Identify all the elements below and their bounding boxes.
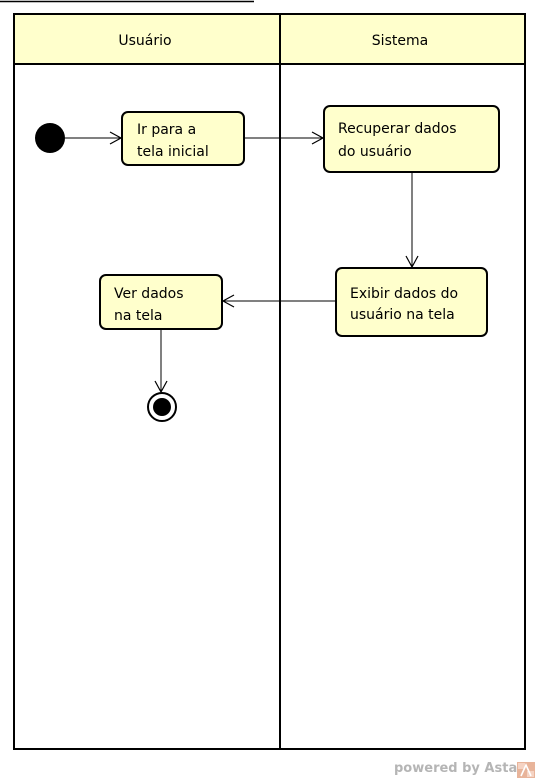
lane-header-sistema xyxy=(281,15,524,64)
lane-header-usuario xyxy=(15,15,280,64)
action-label-line2: do usuário xyxy=(338,144,412,160)
action-ver-dados[interactable]: Ver dados na tela xyxy=(99,274,223,330)
lane-label-sistema: Sistema xyxy=(372,33,428,49)
lane-label-usuario: Usuário xyxy=(118,33,171,49)
action-label-line2: na tela xyxy=(114,308,162,324)
action-label-line1: Recuperar dados xyxy=(338,121,457,137)
astah-logo-icon xyxy=(517,762,535,778)
action-label-line1: Exibir dados do xyxy=(350,286,458,302)
action-recuperar-dados[interactable]: Recuperar dados do usuário xyxy=(323,105,500,173)
action-exibir-dados[interactable]: Exibir dados do usuário na tela xyxy=(335,267,488,337)
action-ir-para-tela-inicial[interactable]: Ir para a tela inicial xyxy=(121,111,245,166)
action-label-line2: usuário na tela xyxy=(350,307,455,323)
initial-node[interactable] xyxy=(35,123,65,153)
final-node[interactable] xyxy=(147,392,177,422)
action-label-line1: Ver dados xyxy=(114,286,184,302)
action-label-line1: Ir para a xyxy=(137,122,196,138)
action-label-line2: tela inicial xyxy=(137,144,209,160)
astah-watermark: powered by Astah xyxy=(394,761,527,776)
